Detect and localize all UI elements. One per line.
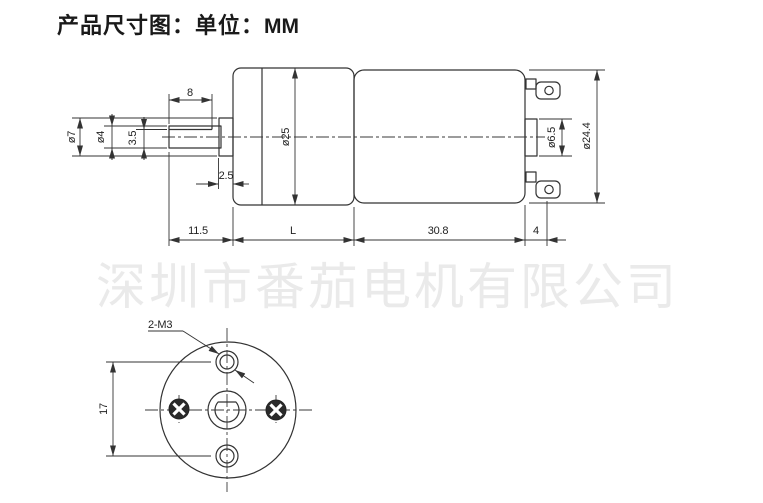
- gearbox-face-outline: [159, 341, 297, 479]
- rear-boss: [524, 118, 538, 157]
- dim-label-shaft-exposed-length: 11.5: [188, 225, 208, 237]
- dimension-gearbox-dia: ø25: [280, 68, 298, 205]
- dimension-mount-hole-spacing: 17: [98, 361, 211, 457]
- front-boss-circle: [207, 390, 247, 430]
- motor-body: [353, 69, 526, 204]
- dimension-shaft-flat-height: 3.5: [127, 117, 167, 160]
- output-shaft: [168, 125, 222, 149]
- side-view: 8 ø7 ø4: [66, 67, 605, 246]
- terminal-top: [525, 78, 561, 100]
- page-title: 产品尺寸图：单位：MM: [57, 8, 299, 40]
- dim-label-motor-dia: ø24.4: [581, 122, 593, 149]
- dimension-length-chain: 11.5 L 30.8 4: [168, 152, 566, 246]
- dimension-rear-boss-dia: ø6.5: [539, 118, 572, 157]
- dimension-shaft-flat-length: 8: [168, 87, 213, 127]
- dim-label-motor-length: 30.8: [428, 225, 449, 237]
- dimension-front-boss-length: 2.5: [196, 158, 249, 189]
- dim-label-mount-holes: 2-M3: [148, 319, 172, 331]
- dim-label-gearbox-dia: ø25: [280, 128, 292, 146]
- title-text: 产品尺寸图：单位：: [57, 13, 265, 38]
- dim-label-shaft-flat-height: 3.5: [127, 131, 139, 146]
- right-screw: [265, 399, 287, 421]
- dim-label-shaft-flat-length: 8: [187, 87, 193, 99]
- mount-hole-callout: 2-M3: [148, 319, 255, 384]
- d-shaft-cross-section: [214, 401, 240, 423]
- company-watermark: 深圳市番茄电机有限公司: [96, 259, 679, 315]
- dim-label-terminal-length: 4: [533, 225, 539, 237]
- front-view: 17 2-M3: [98, 319, 312, 492]
- dim-label-rear-boss-dia: ø6.5: [546, 127, 558, 148]
- mount-hole-top: [215, 350, 239, 374]
- dimension-motor-dia: ø24.4: [529, 69, 605, 204]
- gearbox-body: [232, 67, 355, 206]
- dim-label-mount-hole-spacing: 17: [98, 403, 110, 415]
- title-unit: MM: [264, 15, 300, 38]
- mount-hole-bottom: [215, 444, 239, 468]
- dimension-shaft-dia: ø4: [95, 114, 167, 160]
- dim-label-front-boss-dia: ø7: [66, 131, 78, 144]
- terminal-bottom: [525, 171, 561, 199]
- dim-label-shaft-dia: ø4: [95, 131, 107, 144]
- left-screw: [168, 398, 190, 420]
- dim-label-front-boss-length: 2.5: [219, 170, 234, 182]
- dim-label-gearbox-length: L: [290, 225, 296, 237]
